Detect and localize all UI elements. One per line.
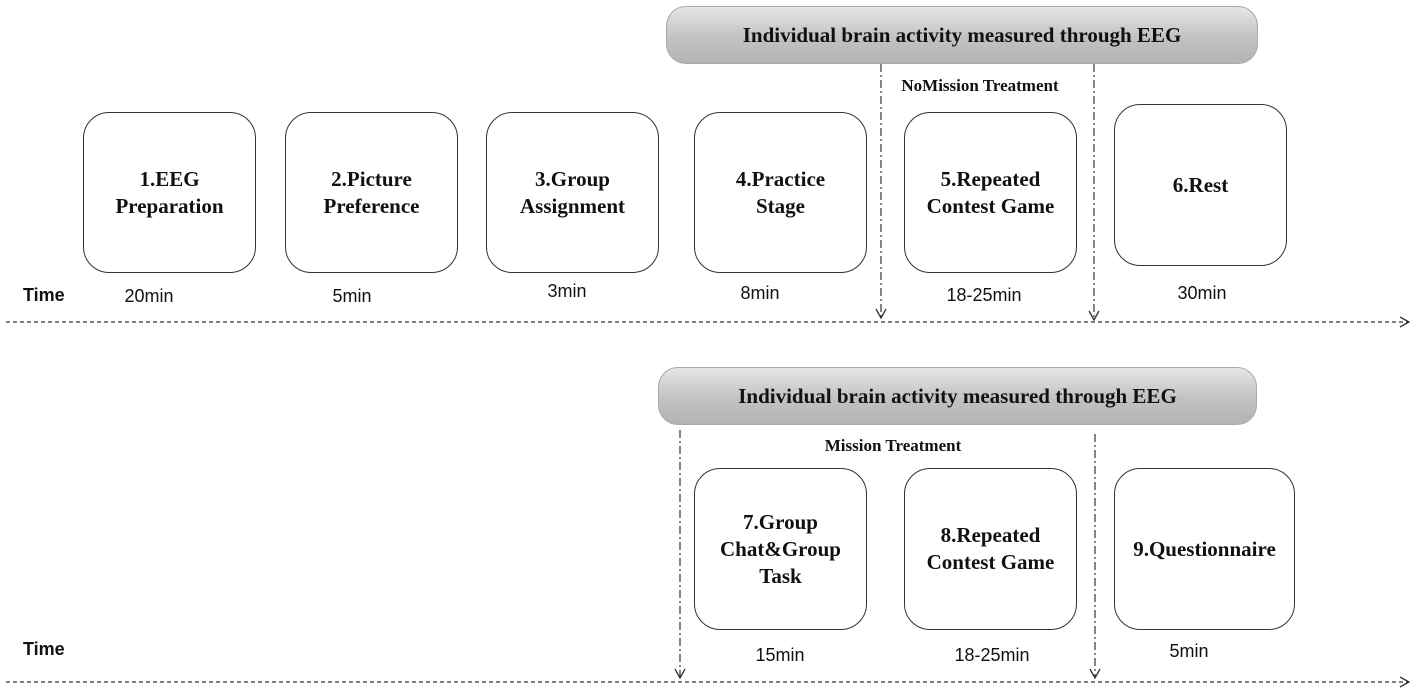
top-treatment-label: NoMission Treatment	[901, 76, 1059, 95]
step-box-3: 3.Group Assignment	[486, 112, 659, 273]
step-box-4: 4.Practice Stage	[694, 112, 867, 273]
step-box-8: 8.Repeated Contest Game	[904, 468, 1077, 630]
bottom-eeg-banner: Individual brain activity measured throu…	[658, 367, 1257, 425]
step-duration-5: 18-25min	[946, 285, 1022, 305]
step-box-1: 1.EEG Preparation	[83, 112, 256, 273]
step-duration-6: 30min	[1177, 283, 1227, 303]
bottom-time-label: Time	[23, 639, 65, 659]
step-box-7: 7.Group Chat&Group Task	[694, 468, 867, 630]
bottom-treatment-label: Mission Treatment	[824, 436, 962, 455]
step-box-5: 5.Repeated Contest Game	[904, 112, 1077, 273]
step-duration-2: 5min	[332, 286, 372, 306]
step-box-9: 9.Questionnaire	[1114, 468, 1295, 630]
top-time-label: Time	[23, 285, 65, 305]
step-duration-7: 15min	[755, 645, 805, 665]
step-duration-4: 8min	[740, 283, 780, 303]
step-box-6: 6.Rest	[1114, 104, 1287, 266]
step-duration-3: 3min	[547, 281, 587, 301]
top-eeg-banner: Individual brain activity measured throu…	[666, 6, 1258, 64]
step-box-2: 2.Picture Preference	[285, 112, 458, 273]
step-duration-9: 5min	[1169, 641, 1209, 661]
step-duration-1: 20min	[124, 286, 174, 306]
step-duration-8: 18-25min	[954, 645, 1030, 665]
